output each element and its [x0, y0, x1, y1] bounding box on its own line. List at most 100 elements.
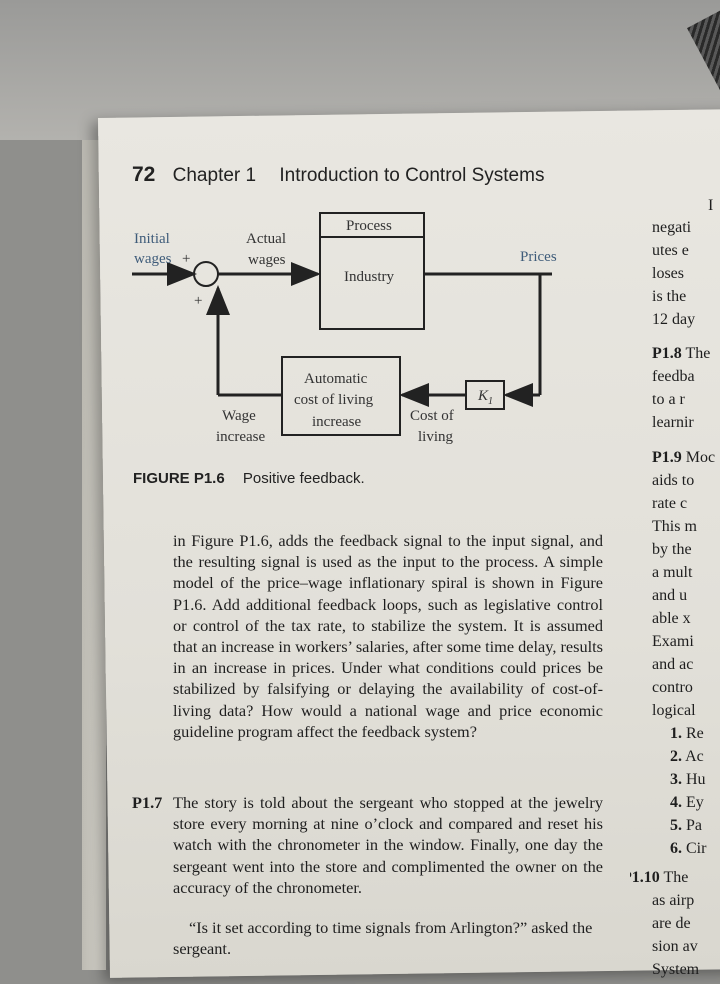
figure-caption-text: Positive feedback.	[242, 470, 365, 487]
right-column-line: contro	[652, 676, 693, 699]
right-column-line: by the	[652, 538, 692, 561]
label-plus-top: +	[182, 251, 190, 267]
label-prices: Prices	[520, 249, 557, 265]
right-column-line: 1. Re	[670, 722, 704, 745]
right-column-line: utes e	[652, 239, 689, 262]
right-column-line: I	[708, 194, 713, 217]
problem-p1-7: P1.7 The story is told about the sergean…	[132, 792, 603, 898]
right-column-line-text: sion av	[652, 938, 698, 955]
right-column-line-rest: Pa	[682, 817, 702, 834]
right-column-line-text: are de	[652, 915, 691, 932]
right-column-line: and ac	[652, 653, 693, 676]
right-column-line-text: 2.	[670, 748, 682, 765]
right-column-line: logical	[652, 699, 696, 722]
right-column-line-text: and u	[652, 587, 688, 604]
quote-paragraph: “Is it set according to time signals fro…	[173, 917, 603, 959]
right-column-line: This m	[652, 515, 697, 538]
right-column-line-text: and ac	[652, 656, 694, 673]
right-column-line-text: able x	[652, 610, 691, 627]
label-automatic: Automatic	[304, 371, 368, 387]
right-column-line: P1.9 Moc	[652, 446, 715, 469]
right-column-line-text: This m	[652, 518, 697, 535]
running-header: 72 Chapter 1 Introduction to Control Sys…	[132, 163, 544, 187]
figure-label: FIGURE P1.6	[133, 470, 225, 487]
right-column-line: a mult	[652, 561, 692, 584]
right-column-line: and u	[652, 584, 687, 607]
label-actual-wages: wages	[248, 252, 286, 268]
label-plus-bottom: +	[194, 293, 202, 309]
label-cost-of-living: cost of living	[294, 392, 374, 408]
right-column-line-text: feedba	[652, 368, 695, 385]
right-column-line-text: aids to	[652, 472, 695, 489]
label-wages: wages	[134, 251, 172, 267]
right-column-line-text: System	[652, 961, 700, 978]
right-column-line-rest: Cir	[682, 840, 707, 857]
right-column-line: loses	[652, 262, 684, 285]
right-column-line-rest: Moc	[681, 449, 716, 466]
main-column: in Figure P1.6, adds the feedback signal…	[173, 530, 603, 742]
right-column-line: 2. Ac	[670, 745, 704, 768]
right-column-line: negati	[652, 216, 691, 239]
right-column-line-text: contro	[652, 679, 693, 696]
chapter-label: Chapter 1	[172, 165, 257, 186]
right-column-line: to a r	[652, 388, 685, 411]
label-wage-increase: increase	[216, 429, 265, 445]
label-k1: K1	[477, 388, 493, 407]
right-column-line-text: I	[708, 197, 714, 214]
label-industry: Industry	[344, 269, 394, 285]
label-living: living	[418, 429, 454, 445]
right-column-line: 3. Hu	[670, 768, 706, 791]
right-column-line-text: as airp	[652, 892, 695, 909]
right-column-line-rest: Hu	[682, 771, 706, 788]
problem-text: The story is told about the sergeant who…	[173, 793, 603, 897]
process-block	[319, 212, 425, 330]
right-column-line-rest: Re	[682, 725, 704, 742]
block-diagram: Initial wages + + Actual wages Process I…	[132, 212, 557, 445]
right-column-line-rest: The	[659, 869, 689, 886]
right-column-line: Exami	[652, 630, 694, 653]
right-column-line-text: 6.	[670, 840, 682, 857]
right-column-line-text: 3.	[670, 771, 682, 788]
right-column-line: as airp	[652, 889, 694, 912]
right-column-line-rest: Ey	[682, 794, 704, 811]
right-column-line-text: 4.	[670, 794, 682, 811]
right-column-line: are de	[652, 912, 691, 935]
right-column-line: is the	[652, 285, 686, 308]
label-cost-of: Cost of	[410, 408, 454, 424]
right-column-line-text: by the	[652, 541, 692, 558]
right-column-line-text: P1.10	[630, 869, 660, 886]
right-column-line-text: Exami	[652, 633, 694, 650]
label-process: Process	[346, 218, 392, 234]
right-column-line: P1.10 The	[630, 866, 688, 889]
label-actual: Actual	[246, 231, 286, 247]
right-column-line: rate c	[652, 492, 687, 515]
right-column-line-rest: The	[681, 345, 711, 362]
right-column-line-text: negati	[652, 219, 692, 236]
right-column-line-text: 1.	[670, 725, 682, 742]
right-column-line-text: loses	[652, 265, 684, 282]
right-column-line-text: learnir	[652, 414, 694, 431]
label-wage: Wage	[222, 408, 256, 424]
label-initial: Initial	[134, 231, 170, 247]
figure-caption: FIGURE P1.6 Positive feedback.	[133, 470, 365, 487]
right-column-line: feedba	[652, 365, 695, 388]
right-column-line-text: rate c	[652, 495, 688, 512]
right-column-line-text: a mult	[652, 564, 693, 581]
right-column-line: 12 day	[652, 308, 695, 331]
right-column-line-text: utes e	[652, 242, 689, 259]
right-column-line-text: 12 day	[652, 311, 696, 328]
right-column-line: P1.8 The	[652, 342, 710, 365]
label-increase: increase	[312, 414, 361, 430]
right-column-line: System	[652, 958, 699, 981]
right-column-line-text: logical	[652, 702, 696, 719]
continuation-paragraph: in Figure P1.6, adds the feedback signal…	[173, 531, 603, 741]
right-column-line-text: P1.8	[652, 345, 682, 362]
quote-text: “Is it set according to time signals fro…	[173, 918, 593, 959]
right-column-line: 5. Pa	[670, 814, 702, 837]
summing-junction	[193, 261, 219, 287]
problem-number: P1.7	[132, 793, 163, 812]
right-column-line-text: is the	[652, 288, 687, 305]
right-column-line: 6. Cir	[670, 837, 706, 860]
right-column-line-text: to a r	[652, 391, 685, 408]
